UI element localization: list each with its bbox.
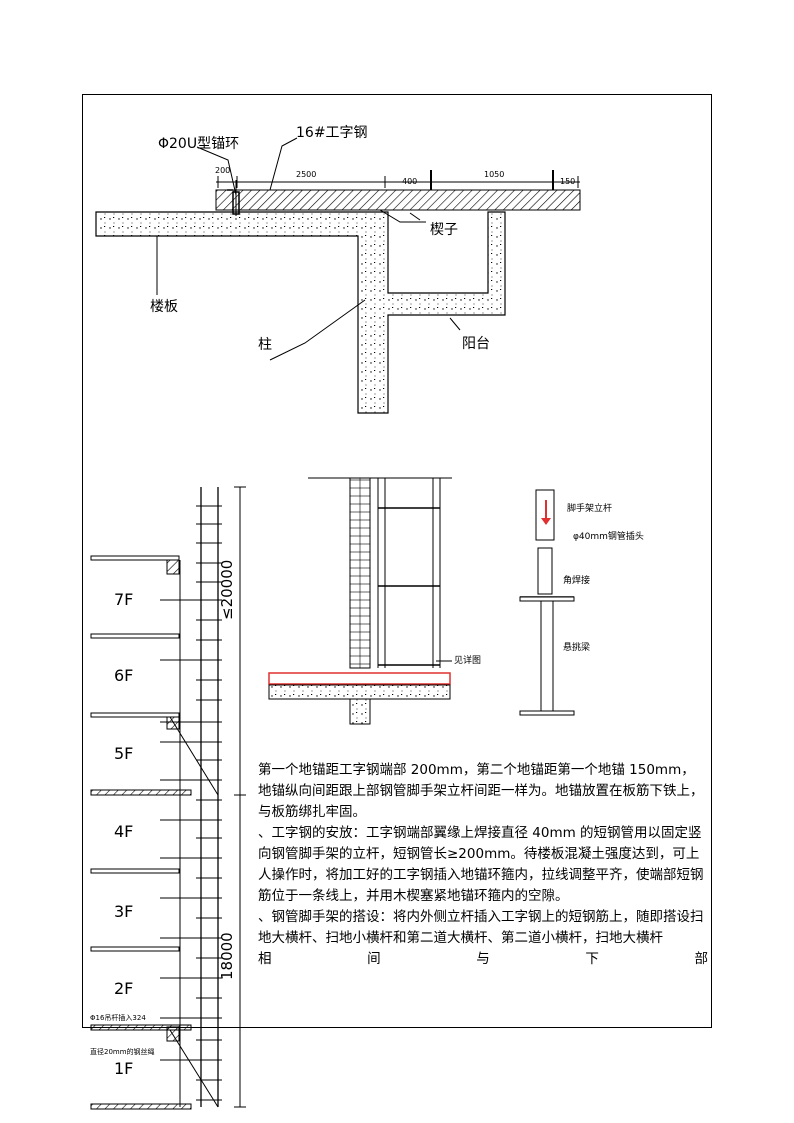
dim-lower: 18000: [218, 932, 236, 980]
label-column: 柱: [258, 337, 272, 353]
slab-column-balcony: [95, 211, 506, 414]
label-wedge: 楔子: [430, 222, 458, 238]
floor-label-4f: 4F: [114, 822, 134, 841]
floor-label-7f: 7F: [114, 590, 134, 609]
floor-label-2f: 2F: [114, 979, 134, 998]
note-pipe: 直径20mm的钢丝绳: [90, 1048, 155, 1056]
paragraph-last-line: 相 间 与 下 部: [258, 951, 708, 967]
label-pole: 脚手架立杆: [567, 504, 613, 514]
label-balcony: 阳台: [462, 336, 490, 352]
note-bar: Φ16吊杆插入324: [90, 1014, 146, 1022]
label-anchor-ring: Φ20U型锚环: [158, 136, 240, 152]
label-short-pipe: φ40mm钢管插头: [573, 532, 644, 542]
paragraph-scaffold: 、钢管脚手架的搭设：将内外侧立杆插入工字钢上的短钢筋上，随即搭设扫地大横杆、扫地…: [258, 909, 704, 946]
dim-150: 150: [560, 177, 576, 186]
floor-label-6f: 6F: [114, 666, 134, 685]
floor-label-5f: 5F: [114, 744, 134, 763]
dim-2500: 2500: [296, 170, 317, 179]
dim-200: 200: [215, 166, 231, 175]
floor-slabs: [90, 555, 192, 1110]
i-beam-highlight: [268, 672, 451, 685]
dim-400: 400: [402, 177, 418, 186]
floor-label-3f: 3F: [114, 902, 134, 921]
page-frame: [82, 94, 712, 1028]
paragraph-anchors: 第一个地锚距工字钢端部 200mm，第二个地锚距第一个地锚 150mm，地锚纵向…: [258, 762, 704, 820]
label-see-detail: 见详图: [454, 656, 482, 666]
dim-upper: ≤20000: [218, 559, 236, 620]
floor-label-1f: 1F: [114, 1059, 134, 1078]
label-i-beam: 16#工字钢: [296, 125, 368, 141]
i-beam-hatched: [215, 189, 581, 211]
label-floor-slab: 楼板: [150, 299, 178, 315]
label-cantilever: 悬挑梁: [563, 643, 591, 653]
dim-1050: 1050: [484, 170, 505, 179]
label-corner-weld: 角焊接: [563, 576, 591, 586]
body-text: 第一个地锚距工字钢端部 200mm，第二个地锚距第一个地锚 150mm，地锚纵向…: [258, 760, 708, 970]
paragraph-i-beam: 、工字钢的安放：工字钢端部翼缘上焊接直径 40mm 的短钢管用以固定竖向钢管脚手…: [258, 825, 704, 904]
